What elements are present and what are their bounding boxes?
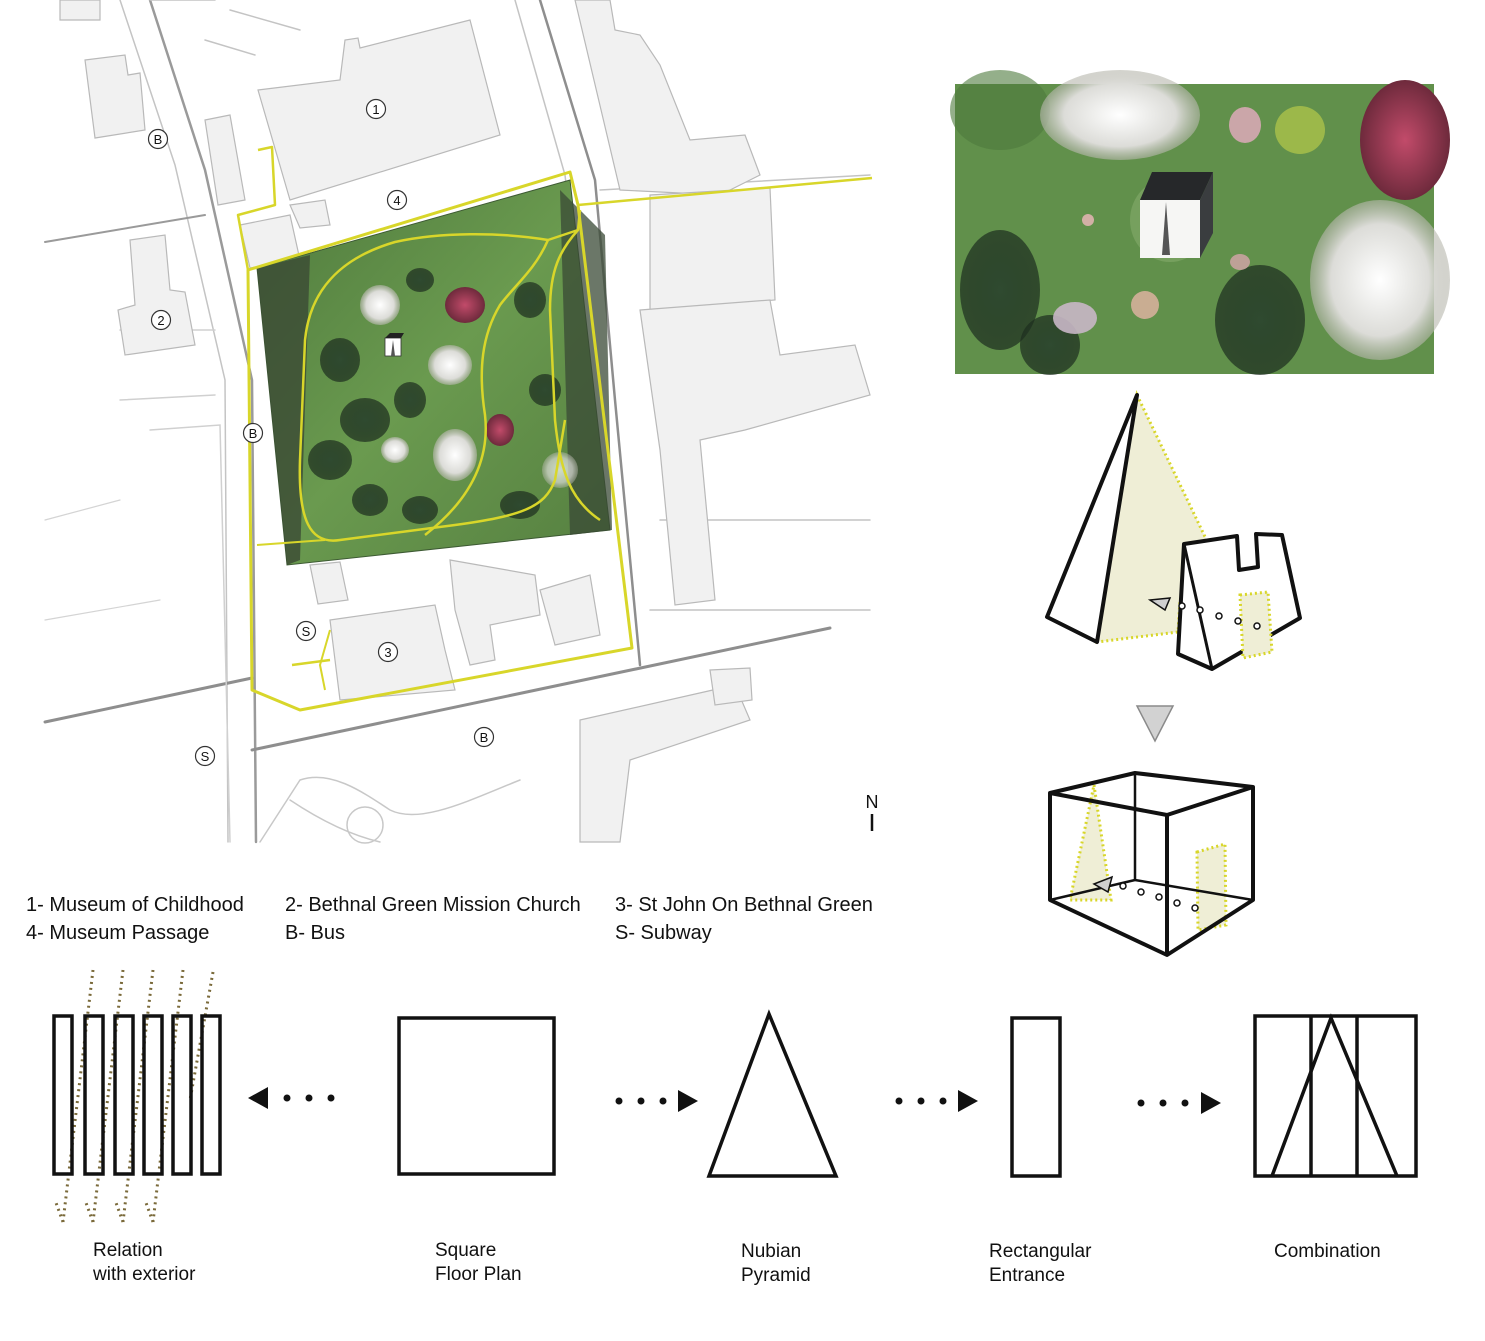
caption-line: Pyramid [741, 1265, 811, 1286]
caption-line: Relation [93, 1240, 163, 1261]
caption-line: Entrance [989, 1265, 1066, 1286]
svg-text:2: 2 [157, 313, 164, 328]
marker-2: 2 [150, 309, 172, 331]
walking-paths [236, 145, 873, 712]
aerial-photo [950, 70, 1450, 375]
shape-relation-exterior [52, 969, 222, 1223]
site-map: 1 2 3 4 B B B S S N [43, 0, 879, 844]
caption-square: Square Floor Plan [435, 1239, 522, 1287]
caption-line: Nubian [741, 1241, 802, 1262]
sketch-separate-forms [1045, 390, 1302, 671]
marker-4: 4 [386, 189, 408, 211]
svg-text:3: 3 [384, 645, 391, 660]
marker-subway-2: S [194, 745, 216, 767]
caption-relation: Relation with exterior [93, 1239, 195, 1287]
caption-line: with exterior [93, 1264, 196, 1285]
arrow-right-1 [615, 1090, 698, 1112]
svg-text:B: B [154, 132, 163, 147]
shape-pyramid [706, 1009, 839, 1178]
caption-pyramid: Nubian Pyramid [741, 1240, 811, 1288]
marker-bus-2: B [242, 422, 264, 444]
sketch-combined-box [1048, 771, 1255, 957]
legend-item-3: 3- St John On Bethnal Green [615, 894, 873, 916]
shape-square [397, 1016, 556, 1176]
caption-combination: Combination [1274, 1240, 1381, 1264]
shape-rectangle [1010, 1016, 1062, 1178]
north-arrow: N [866, 792, 879, 831]
caption-line: Floor Plan [435, 1264, 522, 1285]
legend-item-subway: S- Subway [615, 922, 712, 944]
legend-item-2: 2- Bethnal Green Mission Church [285, 894, 581, 916]
svg-text:S: S [201, 749, 210, 764]
buildings [59, 0, 871, 843]
legend-item-bus: B- Bus [285, 922, 346, 944]
marker-3: 3 [377, 641, 399, 663]
down-arrow [1135, 705, 1175, 743]
caption-line: Square [435, 1240, 497, 1261]
legend-item-1: 1- Museum of Childhood [26, 894, 244, 916]
arrow-right-2 [895, 1090, 978, 1112]
marker-subway-1: S [295, 620, 317, 642]
svg-text:1: 1 [372, 102, 379, 117]
caption-rectangle: Rectangular Entrance [989, 1240, 1091, 1288]
svg-text:4: 4 [393, 193, 400, 208]
svg-text:B: B [480, 730, 489, 745]
north-label: N [866, 792, 879, 812]
svg-text:B: B [249, 426, 258, 441]
caption-line: Combination [1274, 1241, 1381, 1262]
marker-bus-1: B [147, 128, 169, 150]
arrow-left [248, 1087, 335, 1109]
shape-combination [1253, 1013, 1418, 1178]
legend-item-4: 4- Museum Passage [26, 922, 210, 944]
caption-line: Rectangular [989, 1241, 1092, 1262]
map-markers: 1 2 3 4 B B B S S [147, 98, 495, 767]
park-aerial [256, 179, 612, 566]
arrow-right-3 [1137, 1092, 1221, 1114]
svg-text:S: S [302, 624, 311, 639]
marker-1: 1 [365, 98, 387, 120]
marker-bus-3: B [473, 726, 495, 748]
